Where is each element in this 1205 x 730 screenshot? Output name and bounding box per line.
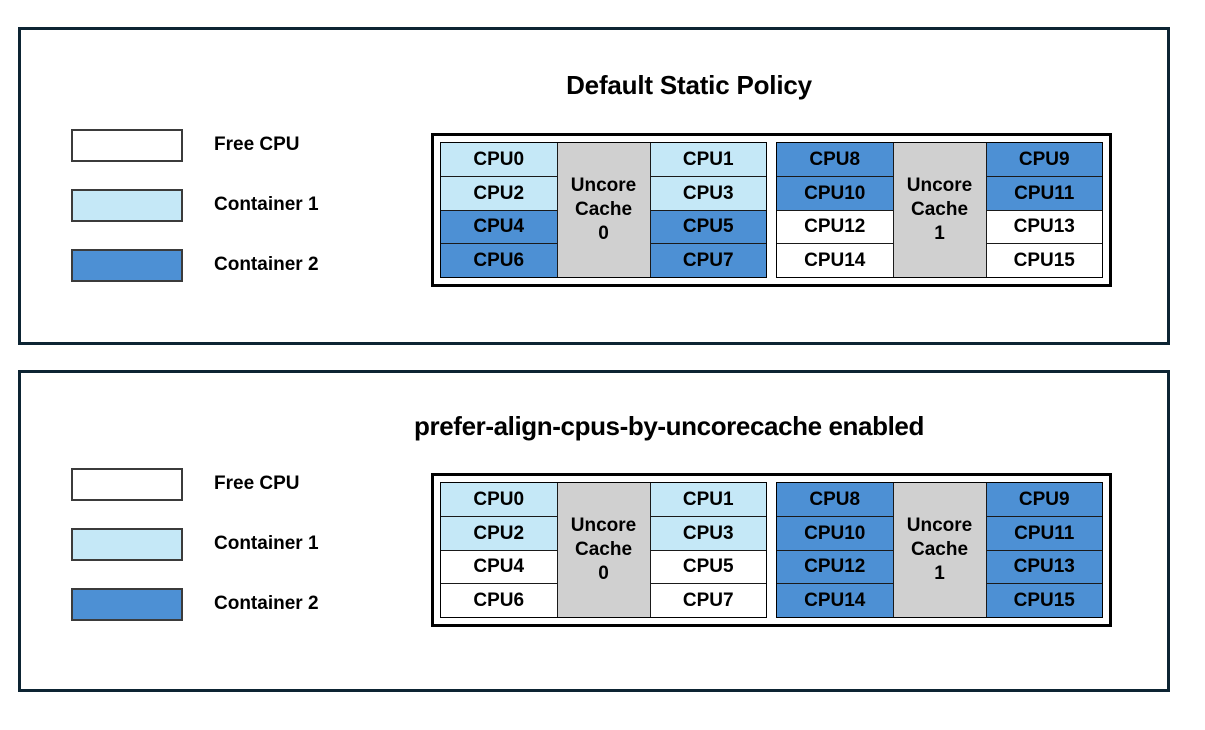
legend-item-container-2: Container 2: [71, 248, 319, 282]
uncore-cache-line-2: Cache: [574, 538, 633, 560]
uncore-cache-line-1: Uncore: [570, 174, 637, 196]
cpu-cell: CPU9: [986, 483, 1102, 517]
cpu-cell: CPU13: [986, 550, 1102, 585]
legend-swatch-container-2: [71, 248, 183, 282]
legend-item-free-cpu: Free CPU: [71, 467, 319, 501]
cpu-cell: CPU5: [650, 550, 766, 585]
cpu-column-left: CPU8 CPU10 CPU12 CPU14: [777, 143, 894, 277]
cpu-cell: CPU5: [650, 210, 766, 245]
legend-label-container-2: Container 2: [214, 254, 319, 275]
uncore-cache-line-1: Uncore: [570, 514, 637, 536]
cpu-cell: CPU2: [441, 516, 557, 551]
uncore-cache-index: 1: [934, 223, 945, 245]
legend-label-container-1: Container 1: [214, 194, 319, 215]
uncore-cache-line-2: Cache: [910, 538, 969, 560]
cpu-column-left: CPU8 CPU10 CPU12 CPU14: [777, 483, 894, 617]
cpu-cell: CPU9: [986, 143, 1102, 177]
legend: Free CPU Container 1 Container 2: [71, 467, 319, 647]
cpu-cell: CPU8: [777, 143, 893, 177]
uncore-cache-label: Uncore Cache 1: [893, 143, 986, 277]
cpu-cell: CPU6: [441, 584, 557, 617]
panel-default-static-policy: Default Static Policy Free CPU Container…: [18, 27, 1170, 345]
legend-label-free-cpu: Free CPU: [214, 473, 300, 494]
uncore-cache-group-0: CPU0 CPU2 CPU4 CPU6 Uncore Cache 0 CPU1 …: [440, 142, 767, 278]
uncore-cache-index: 1: [934, 563, 945, 585]
cpu-column-left: CPU0 CPU2 CPU4 CPU6: [441, 483, 558, 617]
cpu-cell: CPU3: [650, 516, 766, 551]
uncore-cache-index: 0: [598, 223, 609, 245]
cpu-cell: CPU1: [650, 143, 766, 177]
cpu-cell: CPU4: [441, 210, 557, 245]
cpu-column-right: CPU1 CPU3 CPU5 CPU7: [649, 483, 766, 617]
cpu-cell: CPU8: [777, 483, 893, 517]
cpu-cell: CPU15: [986, 244, 1102, 277]
cpu-cell: CPU4: [441, 550, 557, 585]
legend-swatch-container-1: [71, 527, 183, 561]
cpu-topology-diagram: CPU0 CPU2 CPU4 CPU6 Uncore Cache 0 CPU1 …: [431, 473, 1112, 627]
cpu-cell: CPU10: [777, 516, 893, 551]
cpu-cell: CPU0: [441, 483, 557, 517]
legend-item-container-2: Container 2: [71, 587, 319, 621]
uncore-cache-group-0: CPU0 CPU2 CPU4 CPU6 Uncore Cache 0 CPU1 …: [440, 482, 767, 618]
legend-label-container-2: Container 2: [214, 593, 319, 614]
cpu-column-right: CPU9 CPU11 CPU13 CPU15: [985, 143, 1102, 277]
cpu-cell: CPU0: [441, 143, 557, 177]
cpu-cell: CPU14: [777, 244, 893, 277]
cpu-cell: CPU15: [986, 584, 1102, 617]
legend-swatch-free-cpu: [71, 128, 183, 162]
cpu-cell: CPU14: [777, 584, 893, 617]
page-title: prefer-align-cpus-by-uncorecache enabled: [414, 411, 924, 441]
uncore-cache-group-1: CPU8 CPU10 CPU12 CPU14 Uncore Cache 1 CP…: [776, 482, 1103, 618]
uncore-cache-index: 0: [598, 563, 609, 585]
cpu-cell: CPU7: [650, 584, 766, 617]
uncore-cache-line-2: Cache: [574, 198, 633, 220]
legend-item-container-1: Container 1: [71, 188, 319, 222]
cpu-cell: CPU11: [986, 516, 1102, 551]
uncore-cache-line-1: Uncore: [906, 174, 973, 196]
cpu-cell: CPU3: [650, 176, 766, 211]
legend-item-container-1: Container 1: [71, 527, 319, 561]
legend-swatch-free-cpu: [71, 467, 183, 501]
uncore-cache-line-1: Uncore: [906, 514, 973, 536]
cpu-cell: CPU10: [777, 176, 893, 211]
legend-swatch-container-1: [71, 188, 183, 222]
page-title: Default Static Policy: [566, 70, 812, 100]
legend-item-free-cpu: Free CPU: [71, 128, 319, 162]
cpu-cell: CPU6: [441, 244, 557, 277]
cpu-topology-diagram: CPU0 CPU2 CPU4 CPU6 Uncore Cache 0 CPU1 …: [431, 133, 1112, 287]
uncore-cache-label: Uncore Cache 0: [557, 483, 650, 617]
cpu-column-left: CPU0 CPU2 CPU4 CPU6: [441, 143, 558, 277]
legend-swatch-container-2: [71, 587, 183, 621]
cpu-cell: CPU1: [650, 483, 766, 517]
panel-prefer-align-enabled: prefer-align-cpus-by-uncorecache enabled…: [18, 370, 1170, 692]
cpu-column-right: CPU9 CPU11 CPU13 CPU15: [985, 483, 1102, 617]
uncore-cache-label: Uncore Cache 0: [557, 143, 650, 277]
legend-label-free-cpu: Free CPU: [214, 134, 300, 155]
cpu-cell: CPU13: [986, 210, 1102, 245]
cpu-column-right: CPU1 CPU3 CPU5 CPU7: [649, 143, 766, 277]
uncore-cache-group-1: CPU8 CPU10 CPU12 CPU14 Uncore Cache 1 CP…: [776, 142, 1103, 278]
cpu-cell: CPU12: [777, 210, 893, 245]
legend-label-container-1: Container 1: [214, 533, 319, 554]
cpu-cell: CPU2: [441, 176, 557, 211]
uncore-cache-line-2: Cache: [910, 198, 969, 220]
cpu-cell: CPU11: [986, 176, 1102, 211]
legend: Free CPU Container 1 Container 2: [71, 128, 319, 308]
cpu-cell: CPU7: [650, 244, 766, 277]
cpu-cell: CPU12: [777, 550, 893, 585]
uncore-cache-label: Uncore Cache 1: [893, 483, 986, 617]
